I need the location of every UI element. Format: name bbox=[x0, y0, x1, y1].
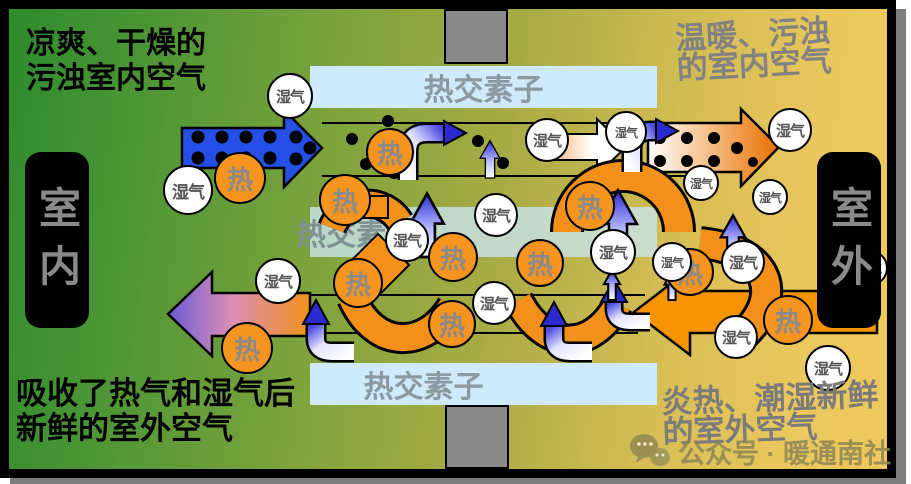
moisture-circle: 湿气 bbox=[472, 281, 516, 325]
heat-circle: 热 bbox=[428, 300, 476, 348]
heat-circle: 热 bbox=[428, 232, 478, 282]
indoor-return-description: 温暖、污浊 的室内空气 bbox=[674, 12, 833, 87]
watermark: 公众号 · 暖通南社 bbox=[628, 431, 891, 471]
wechat-icon bbox=[630, 434, 670, 466]
watermark-text: 公众号 · 暖通南社 bbox=[678, 438, 891, 469]
outdoor-side-label: 室外 bbox=[817, 152, 881, 328]
moisture-circle: 湿气 bbox=[255, 258, 301, 304]
moisture-circle: 湿气 bbox=[652, 242, 692, 282]
moisture-circle: 湿气 bbox=[163, 165, 213, 215]
moisture-circle: 湿气 bbox=[714, 315, 758, 359]
moisture-circle: 湿气 bbox=[474, 193, 518, 237]
heat-circle: 热 bbox=[333, 258, 383, 308]
exchanger-bar-top-label: 热交素子 bbox=[423, 74, 544, 107]
heat-circle: 热 bbox=[565, 181, 615, 231]
exchanger-bar-bottom-label: 热交素子 bbox=[363, 371, 484, 404]
moisture-circle: 湿气 bbox=[721, 240, 765, 284]
indoor-exhaust-description: 凉爽、干燥的 污浊室内空气 bbox=[26, 27, 206, 96]
moisture-circle: 湿气 bbox=[768, 108, 812, 152]
exchanger-bar-bottom: 热交素子 bbox=[310, 363, 657, 405]
heat-circle: 热 bbox=[319, 174, 371, 226]
moisture-circle: 湿气 bbox=[267, 73, 313, 119]
fresh-supply-description: 吸收了热气和湿气后 新鲜的室外空气 bbox=[16, 376, 295, 447]
duct-connector-top bbox=[444, 9, 508, 64]
moisture-circle: 湿气 bbox=[590, 229, 636, 275]
heat-circle: 热 bbox=[214, 152, 266, 204]
moisture-circle: 湿气 bbox=[385, 218, 429, 262]
heat-circle: 热 bbox=[516, 239, 564, 287]
heat-circle: 热 bbox=[366, 128, 414, 176]
indoor-side-label: 室内 bbox=[25, 152, 89, 328]
heat-circle: 热 bbox=[221, 322, 273, 374]
moisture-circle: 湿气 bbox=[683, 165, 719, 201]
moisture-circle: 湿气 bbox=[752, 179, 788, 215]
duct-connector-bottom bbox=[445, 405, 509, 469]
exchanger-bar-top: 热交素子 bbox=[310, 66, 657, 108]
moisture-circle: 湿气 bbox=[605, 111, 647, 153]
moisture-circle: 湿气 bbox=[525, 118, 569, 162]
heat-circle: 热 bbox=[763, 295, 813, 345]
